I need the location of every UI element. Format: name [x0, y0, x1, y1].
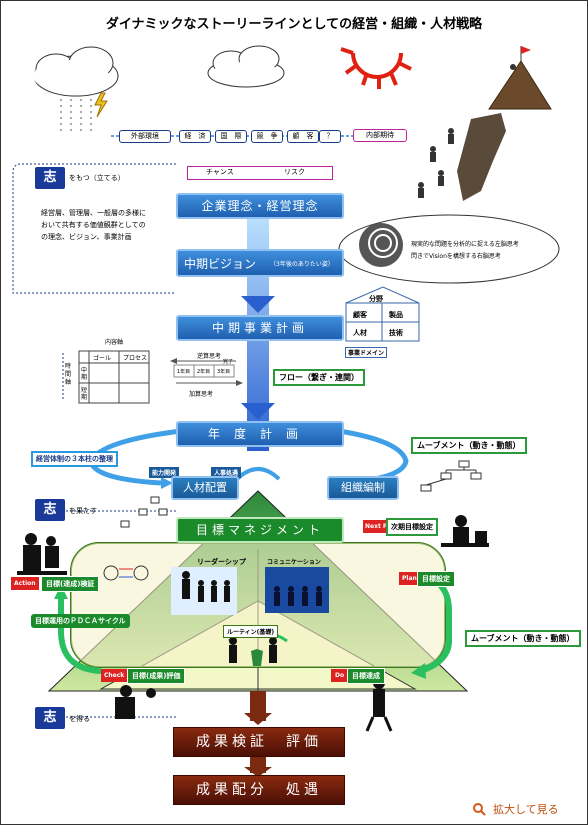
communication-label: コミュニケーション — [267, 559, 321, 566]
matrix-chuki: 中期 — [81, 367, 88, 381]
rinen-box: 企業理念・経営理念 — [176, 193, 344, 219]
matrix-naiyo-jiku: 内容軸 — [105, 339, 124, 346]
matrix-tanki: 短期 — [81, 387, 88, 401]
chuki-box: 中期事業計画 — [176, 315, 344, 341]
pdca-label: 目標運用のＰＤＣＡサイクル — [31, 614, 130, 628]
flow-label: フロー（繋ぎ・連関） — [273, 369, 365, 386]
three-pillars-label: 経営体制の３本柱の整理 — [31, 451, 118, 467]
kokoro-hatasu-label: を果たす — [69, 507, 97, 515]
env-item-international: 国 際 — [215, 130, 247, 143]
brain-note-line: 現実的な問題を分析的に捉える左脳思考 — [411, 241, 519, 248]
leadership-label: リーダーシップ — [197, 558, 246, 566]
domain-cell: 製品 — [389, 311, 403, 319]
storm-cloud-icon — [33, 46, 119, 131]
noryoku-tag: 能力開発 — [149, 467, 180, 478]
domain-footer: 事業ドメイン — [345, 347, 388, 358]
mountain-icon — [488, 46, 552, 110]
kokoro-mark-hatasu: 志 — [35, 499, 65, 521]
vision-main: 中期ビジョン — [184, 257, 257, 271]
kokoro-desc-line: の理念、ビジョン、事業計画 — [41, 233, 132, 241]
domain-header: 分野 — [369, 295, 383, 303]
year-label: 1年目 — [177, 369, 191, 375]
vision-sub: （3年後のありたい姿） — [270, 261, 334, 268]
env-item-economy: 経 済 — [179, 130, 211, 143]
domain-cell: 技術 — [389, 329, 403, 337]
brain-note-line: 閃きでVisionを構想する右脳思考 — [411, 253, 501, 260]
next-plan-label: 次期目標設定 — [386, 518, 438, 536]
zoom-link[interactable]: 拡大して見る — [493, 803, 559, 816]
kokoro-motsu-label: をもつ（立てる） — [69, 174, 125, 182]
plan-text: 目標設定 — [417, 571, 455, 587]
matrix-goal: ゴール — [93, 355, 112, 362]
kokoro-desc-line: 経営層、管理層、一般層の多様に — [41, 209, 146, 217]
do-text: 目標達成 — [347, 668, 385, 684]
kokoro-mark-eru: 志 — [35, 707, 65, 729]
gyakusan-label: 逆算思考 — [197, 353, 222, 360]
nendo-box: 年度計画 — [176, 421, 344, 447]
env-item-question: ？ — [319, 130, 341, 143]
movement-label-1: ムーブメント（動き・動態） — [411, 437, 527, 454]
check-text: 目標(成果)評価 — [127, 668, 186, 684]
jinji-tag: 人事処遇 — [211, 467, 242, 478]
year-label: 3年目 — [217, 369, 231, 375]
cloud-icon — [207, 45, 285, 88]
check-tag: Check — [101, 669, 128, 682]
soshiki-box: 組織編制 — [327, 476, 399, 500]
plan-tag: Plan — [399, 572, 420, 585]
matrix-grid — [78, 350, 150, 404]
chance-risk-box: チャンス リスク — [187, 166, 333, 180]
kansei-label: 完了 — [223, 359, 234, 365]
internal-expect-label: 内部期待 — [353, 129, 407, 142]
sun-icon — [340, 47, 412, 89]
kokoro-mark-motsu: 志 — [35, 167, 65, 189]
mokuhyo-box: 目標マネジメント — [176, 517, 344, 543]
seika-kensho-box: 成果検証 評価 — [173, 727, 345, 757]
seika-haibun-box: 成果配分 処遇 — [173, 775, 345, 805]
kokoro-desc-line: おいて共有する価値観群としての — [41, 221, 146, 229]
brain-note: 現実的な問題を分析的に捉える左脳思考 閃きでVisionを構想する右脳思考 — [411, 239, 519, 263]
chance-label: チャンス — [206, 168, 234, 176]
movement-label-2: ムーブメント（動き・動態） — [465, 630, 581, 647]
routine-label: ルーティン(基礎) — [223, 625, 279, 638]
kasan-label: 加算思考 — [189, 391, 214, 398]
page-title: ダイナミックなストーリーラインとしての経営・組織・人材戦略 — [105, 17, 483, 32]
year-label: 2年目 — [197, 369, 211, 375]
do-tag: Do — [331, 669, 349, 682]
climbers-icon — [418, 113, 506, 201]
matrix-process: プロセス — [123, 355, 148, 362]
kokoro-description: 経営層、管理層、一般層の多様に おいて共有する価値観群としての の理念、ビジョン… — [41, 207, 146, 243]
action-tag: Action — [11, 577, 39, 590]
domain-cell: 人材 — [353, 329, 367, 337]
domain-cell: 顧客 — [353, 311, 367, 319]
jinzai-box: 人材配置 — [171, 476, 239, 500]
people-silhouettes — [17, 515, 489, 732]
matrix-jikan-jiku: 時間軸 — [65, 363, 72, 386]
external-env-label: 外部環境 — [119, 130, 171, 143]
action-text: 目標(達成)検証 — [41, 576, 100, 592]
vision-box: 中期ビジョン （3年後のありたい姿） — [176, 249, 344, 277]
kokoro-eru-label: を得る — [69, 715, 90, 723]
env-item-customer: 顧 客 — [287, 130, 319, 143]
risk-label: リスク — [284, 168, 305, 176]
env-item-competition: 競 争 — [251, 130, 283, 143]
